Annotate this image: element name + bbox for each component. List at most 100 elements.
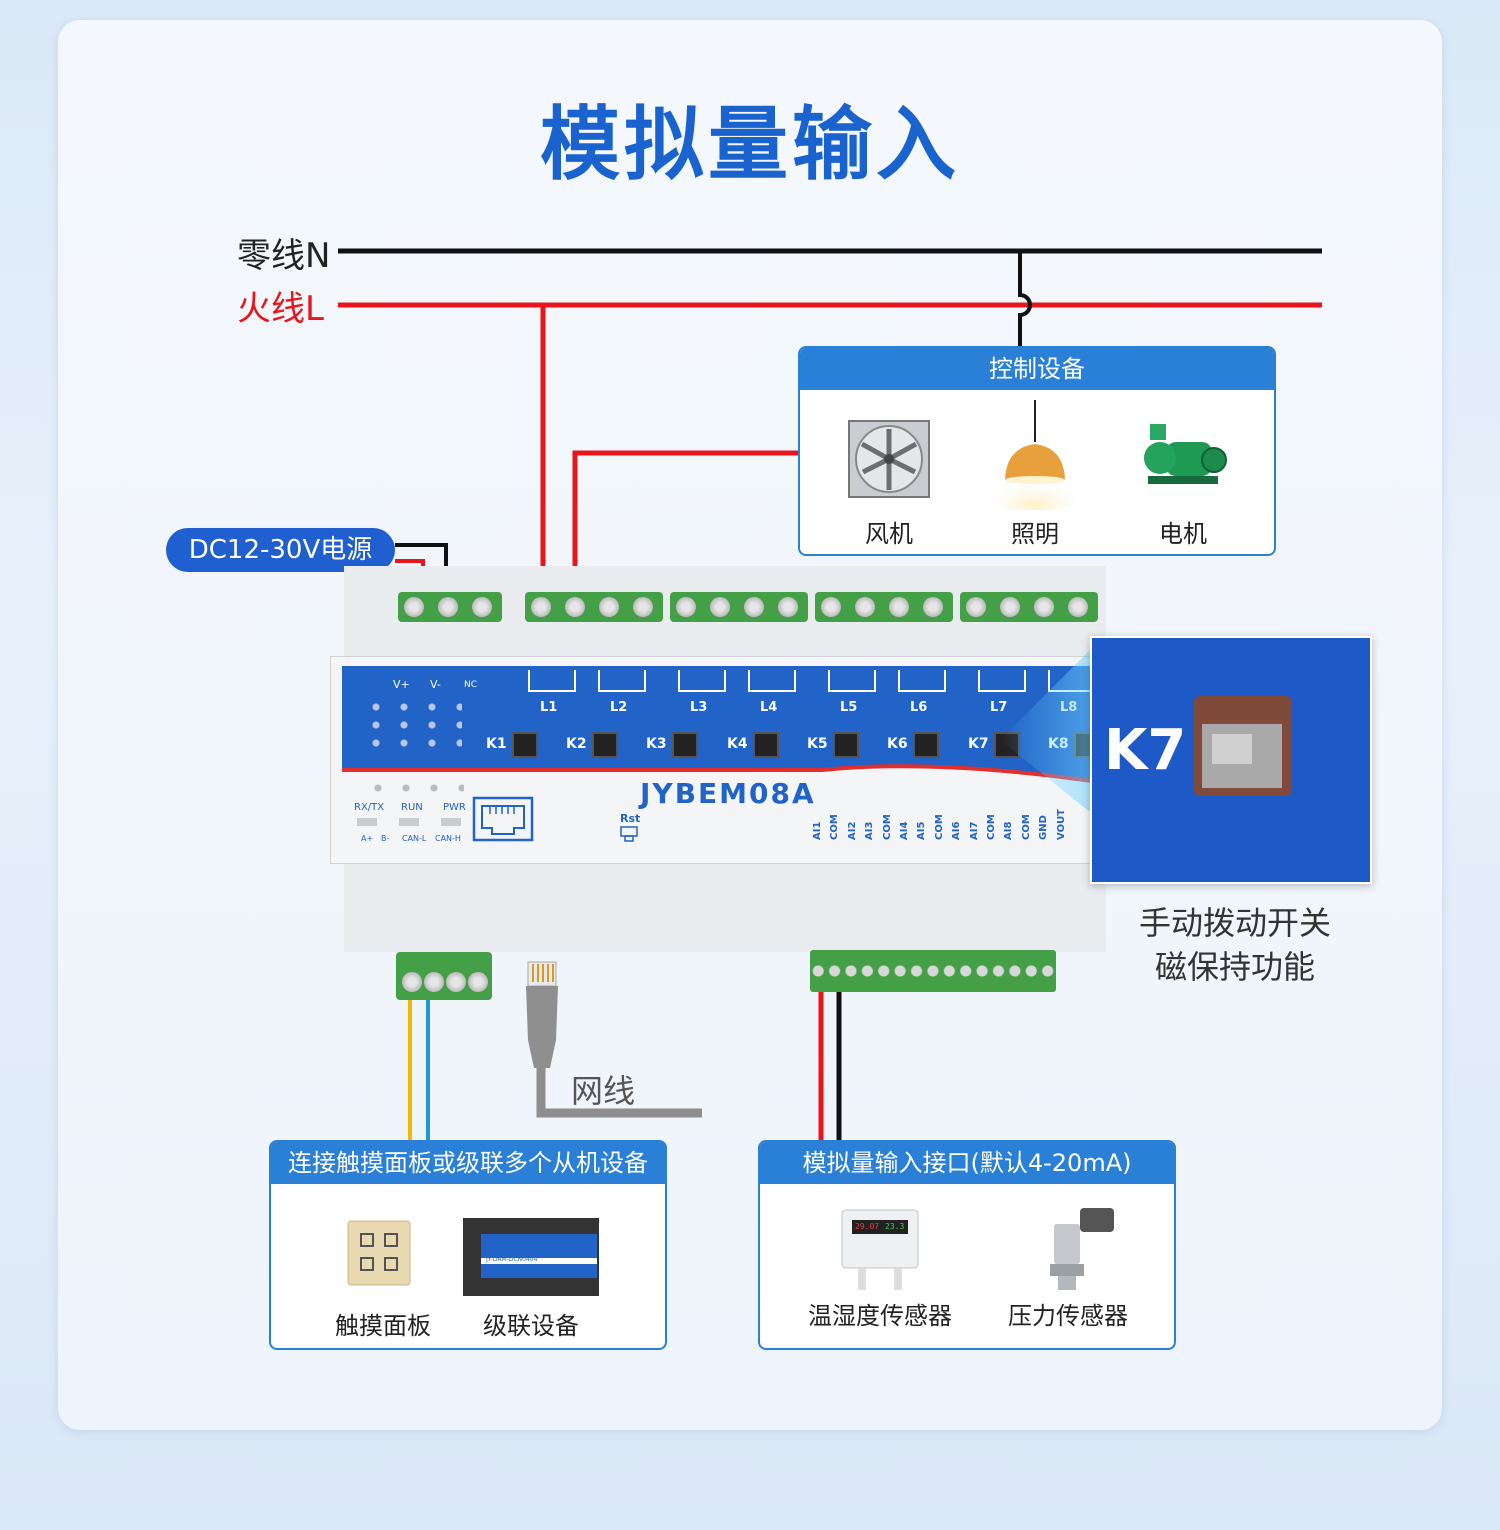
live-label: 火线L — [237, 289, 324, 329]
switch-label-k4: K4 — [727, 736, 748, 752]
terminal-block — [670, 592, 808, 622]
pump-label: 电机 — [1159, 520, 1207, 548]
vent-holes — [362, 698, 462, 748]
network-plug-icon — [526, 961, 558, 1068]
analog-pin-label: AI3 — [864, 821, 876, 840]
manual-switch-k5[interactable] — [833, 732, 859, 758]
analog-pin-label: AI7 — [968, 821, 980, 840]
fan-icon — [848, 420, 930, 498]
terminal-screw — [404, 597, 424, 617]
terminal-screw — [889, 597, 909, 617]
analog-input-panel: 模拟量输入接口(默认4-20mA) 29.07 23.3 温湿度传感器 压力传感… — [758, 1140, 1176, 1350]
bus-pin-canh: CAN-H — [435, 834, 461, 843]
power-supply-label: DC12-30V电源 — [166, 528, 395, 572]
relay-contact-icon — [748, 670, 796, 692]
analog-input-heading: 模拟量输入接口(默认4-20mA) — [760, 1142, 1174, 1184]
terminal-screw — [778, 597, 798, 617]
manual-switch-k3[interactable] — [672, 732, 698, 758]
relay-contact-icon — [828, 670, 876, 692]
terminal-screw — [966, 597, 986, 617]
terminal-screw — [923, 597, 943, 617]
cascade-model: JY-DAM-DCN0404 — [486, 1256, 538, 1263]
terminal-screw — [599, 597, 619, 617]
analog-terminal-block — [810, 950, 1056, 992]
terminal-screw — [633, 597, 653, 617]
pressure-sensor-label: 压力传感器 — [1008, 1302, 1128, 1330]
relay-to-load — [572, 450, 798, 605]
manual-switch-k2[interactable] — [592, 732, 618, 758]
terminal-screw — [438, 597, 458, 617]
manual-switch-k1[interactable] — [512, 732, 538, 758]
load-label-l1: L1 — [540, 700, 558, 715]
reset-label: Rst — [620, 812, 641, 825]
zoom-beam — [1000, 640, 1100, 820]
k7-zoom-label: K7 — [1104, 718, 1187, 783]
terminal-screw — [1034, 597, 1054, 617]
load-label-l3: L3 — [690, 700, 708, 715]
humidity-sensor-icon — [841, 1209, 919, 1290]
analog-pin-label: AI4 — [899, 821, 910, 840]
terminal-screw — [1000, 597, 1020, 617]
relay-contact-icon — [598, 670, 646, 692]
sensor-readout-temp: 29.07 — [855, 1222, 880, 1231]
bus-pin-a: A+ — [361, 834, 374, 843]
terminal-screw — [821, 597, 841, 617]
relay-contact-icon — [678, 670, 726, 692]
k7-caption-line1: 手动拨动开关 — [1138, 904, 1331, 942]
bus-pin-canl: CAN-L — [402, 834, 427, 843]
fan-label: 风机 — [865, 520, 913, 548]
terminal-block — [398, 592, 502, 622]
analog-pin-label: COM — [933, 814, 945, 840]
analog-pin-label: COM — [829, 814, 841, 840]
terminal-screw — [531, 597, 551, 617]
touch-panel-icon — [347, 1220, 411, 1286]
relay-contact-icon — [978, 670, 1026, 692]
pin-nc: NC — [464, 680, 478, 690]
k7-caption-line2: 磁保持功能 — [1154, 948, 1315, 986]
page-title: 模拟量输入 — [540, 98, 960, 191]
humidity-sensor-label: 温湿度传感器 — [808, 1302, 952, 1330]
relay-contact-icon — [528, 670, 576, 692]
switch-label-k6: K6 — [887, 736, 908, 752]
terminal-screw — [676, 597, 696, 617]
reset-button-icon[interactable] — [620, 826, 638, 842]
led-rxtx-label: RX/TX — [354, 802, 385, 813]
led-pwr-label: PWR — [443, 802, 466, 813]
terminal-screw — [472, 597, 492, 617]
switch-label-k2: K2 — [566, 736, 587, 752]
terminal-block — [960, 592, 1098, 622]
control-devices-panel: 控制设备 风机 照明 电机 — [798, 346, 1276, 556]
terminal-screw — [710, 597, 730, 617]
pin-vplus: V+ — [393, 678, 410, 691]
switch-label-k3: K3 — [646, 736, 667, 752]
pin-vminus: V- — [430, 678, 441, 691]
lamp-icon — [991, 400, 1079, 510]
terminal-screw — [1068, 597, 1088, 617]
terminal-screw — [744, 597, 764, 617]
network-label: 网线 — [571, 1072, 636, 1110]
network-cable — [536, 1068, 702, 1118]
analog-pin-label: AI1 — [812, 821, 823, 840]
ethernet-port-icon[interactable] — [472, 796, 534, 842]
toggle-switch-icon — [1194, 696, 1292, 796]
manual-switch-k4[interactable] — [753, 732, 779, 758]
touch-panel-label: 触摸面板 — [335, 1312, 431, 1340]
device-model: JYBEM08A — [640, 777, 816, 810]
manual-switch-k6[interactable] — [913, 732, 939, 758]
switch-label-k7: K7 — [968, 736, 989, 752]
cascade-device-icon — [463, 1218, 599, 1296]
analog-pin-label: AI8 — [1003, 821, 1015, 840]
bus-terminal-block — [396, 952, 492, 1000]
touch-cascade-heading: 连接触摸面板或级联多个从机设备 — [271, 1142, 665, 1184]
bus-pin-b: B- — [381, 834, 390, 843]
load-label-l6: L6 — [910, 700, 928, 715]
cascade-device-label: 级联设备 — [483, 1312, 579, 1340]
load-label-l2: L2 — [610, 700, 628, 715]
neutral-drop — [1018, 251, 1032, 350]
k7-zoom-panel: K7 — [1090, 636, 1372, 884]
lamp-label: 照明 — [1011, 520, 1059, 548]
control-devices-heading: 控制设备 — [800, 348, 1274, 390]
terminal-block — [525, 592, 663, 622]
analog-pin-label: COM — [881, 814, 893, 840]
terminal-block — [815, 592, 953, 622]
